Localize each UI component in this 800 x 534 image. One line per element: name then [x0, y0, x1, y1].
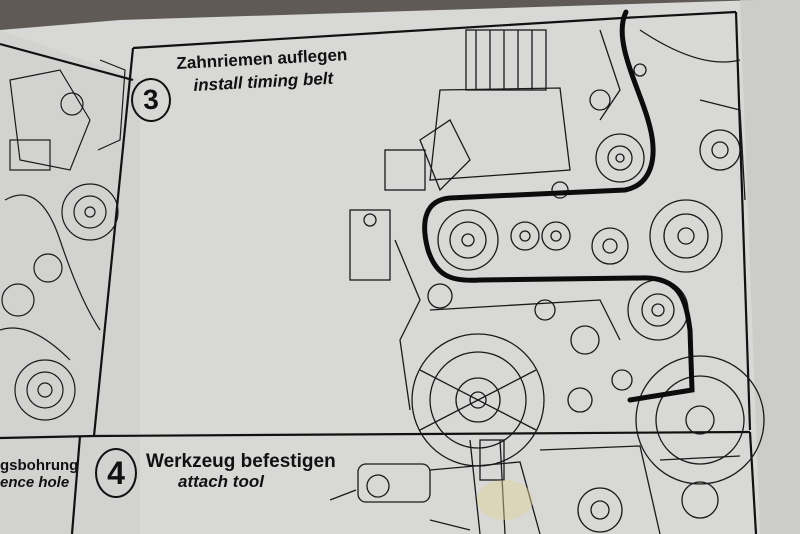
step-4-title-german: Werkzeug befestigen: [146, 451, 336, 472]
left-panel-drawing: [0, 59, 126, 421]
tool-drawing: [329, 439, 741, 534]
left-panel-title-german-fragment: gsbohrung: [0, 457, 79, 474]
step-4-title-english: attach tool: [178, 472, 264, 491]
step-4-number: 4: [95, 448, 137, 498]
timing-belt: [422, 9, 695, 403]
left-panel-title-english-fragment: ence hole: [0, 474, 70, 491]
engine-drawing: [349, 29, 765, 485]
